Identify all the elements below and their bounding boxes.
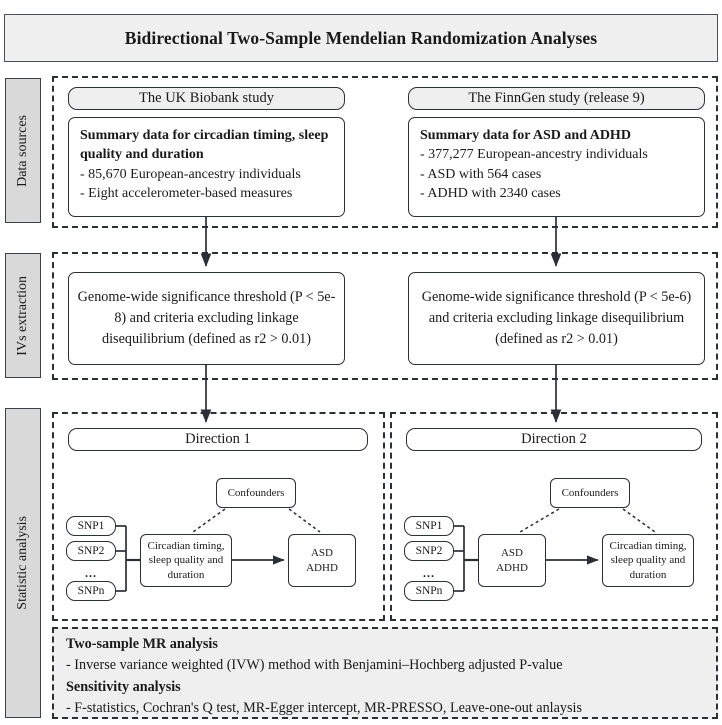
stage-label-data-sources: Data sources bbox=[5, 78, 41, 223]
direction-1-snp-1: SNP1 bbox=[66, 516, 116, 536]
data-source-header-ukb: The UK Biobank study bbox=[68, 87, 345, 110]
data-source-card-finngen-bullet-3: - ADHD with 2340 cases bbox=[420, 185, 561, 201]
direction-1-snp-2: SNP2 bbox=[66, 541, 116, 561]
direction-2-confounders-node: Confounders bbox=[550, 478, 630, 508]
direction-1-exposure-node: Circadian timing, sleep quality and dura… bbox=[140, 534, 232, 587]
data-source-card-finngen-bullet-2: - ASD with 564 cases bbox=[420, 166, 542, 182]
direction-1-snp-ellipsis: ... bbox=[85, 566, 97, 580]
ivs-criteria-box-left: Genome-wide significance threshold (P < … bbox=[68, 272, 345, 365]
data-source-card-finngen-bullet-1: - 377,277 European-ancestry individuals bbox=[420, 147, 648, 163]
ivs-criteria-box-right: Genome-wide significance threshold (P < … bbox=[408, 272, 705, 365]
direction-1-snp-n: SNPn bbox=[66, 581, 116, 601]
direction-2-snp-1: SNP1 bbox=[404, 516, 454, 536]
data-source-card-ukb-bullet-2: - Eight accelerometer-based measures bbox=[80, 185, 293, 201]
direction-1-confounders-node: Confounders bbox=[216, 478, 296, 508]
direction-2-snp-n: SNPn bbox=[404, 581, 454, 601]
section-frame-data-sources bbox=[52, 76, 718, 228]
mr-summary-heading: Two-sample MR analysis bbox=[66, 636, 218, 652]
stage-label-statistic-analysis-text: Statistic analysis bbox=[15, 516, 30, 610]
stage-label-statistic-analysis: Statistic analysis bbox=[5, 408, 41, 718]
section-frame-mr-summary bbox=[52, 627, 718, 719]
section-frame-ivs-extraction bbox=[52, 252, 718, 380]
data-source-card-finngen: Summary data for ASD and ADHD - 377,277 … bbox=[408, 117, 705, 217]
sensitivity-analysis-heading: Sensitivity analysis bbox=[66, 678, 181, 695]
data-source-card-ukb: Summary data for circadian timing, sleep… bbox=[68, 117, 345, 217]
direction-1-header: Direction 1 bbox=[68, 428, 368, 451]
mr-summary-method-line: - Inverse variance weighted (IVW) method… bbox=[66, 657, 563, 674]
direction-2-header: Direction 2 bbox=[406, 428, 702, 451]
data-source-card-ukb-bullet-1: - 85,670 European-ancestry individuals bbox=[80, 166, 301, 182]
mr-summary-block: Two-sample MR analysis - Inverse varianc… bbox=[66, 634, 706, 719]
figure-title: Bidirectional Two-Sample Mendelian Rando… bbox=[4, 14, 718, 62]
sensitivity-analysis-line: - F-statistics, Cochran's Q test, MR-Egg… bbox=[66, 699, 582, 716]
data-source-card-ukb-title: Summary data for circadian timing, sleep… bbox=[80, 128, 329, 163]
direction-2-snp-2: SNP2 bbox=[404, 541, 454, 561]
stage-label-ivs-extraction-text: IVs extraction bbox=[15, 275, 30, 356]
stage-label-data-sources-text: Data sources bbox=[15, 114, 30, 187]
section-frame-direction-1 bbox=[52, 412, 385, 621]
data-source-card-finngen-title: Summary data for ASD and ADHD bbox=[420, 128, 631, 143]
data-source-header-finngen: The FinnGen study (release 9) bbox=[408, 87, 705, 110]
stage-label-ivs-extraction: IVs extraction bbox=[5, 253, 41, 378]
direction-2-snp-ellipsis: ... bbox=[423, 566, 435, 580]
direction-2-outcome-node: Circadian timing, sleep quality and dura… bbox=[602, 534, 694, 587]
